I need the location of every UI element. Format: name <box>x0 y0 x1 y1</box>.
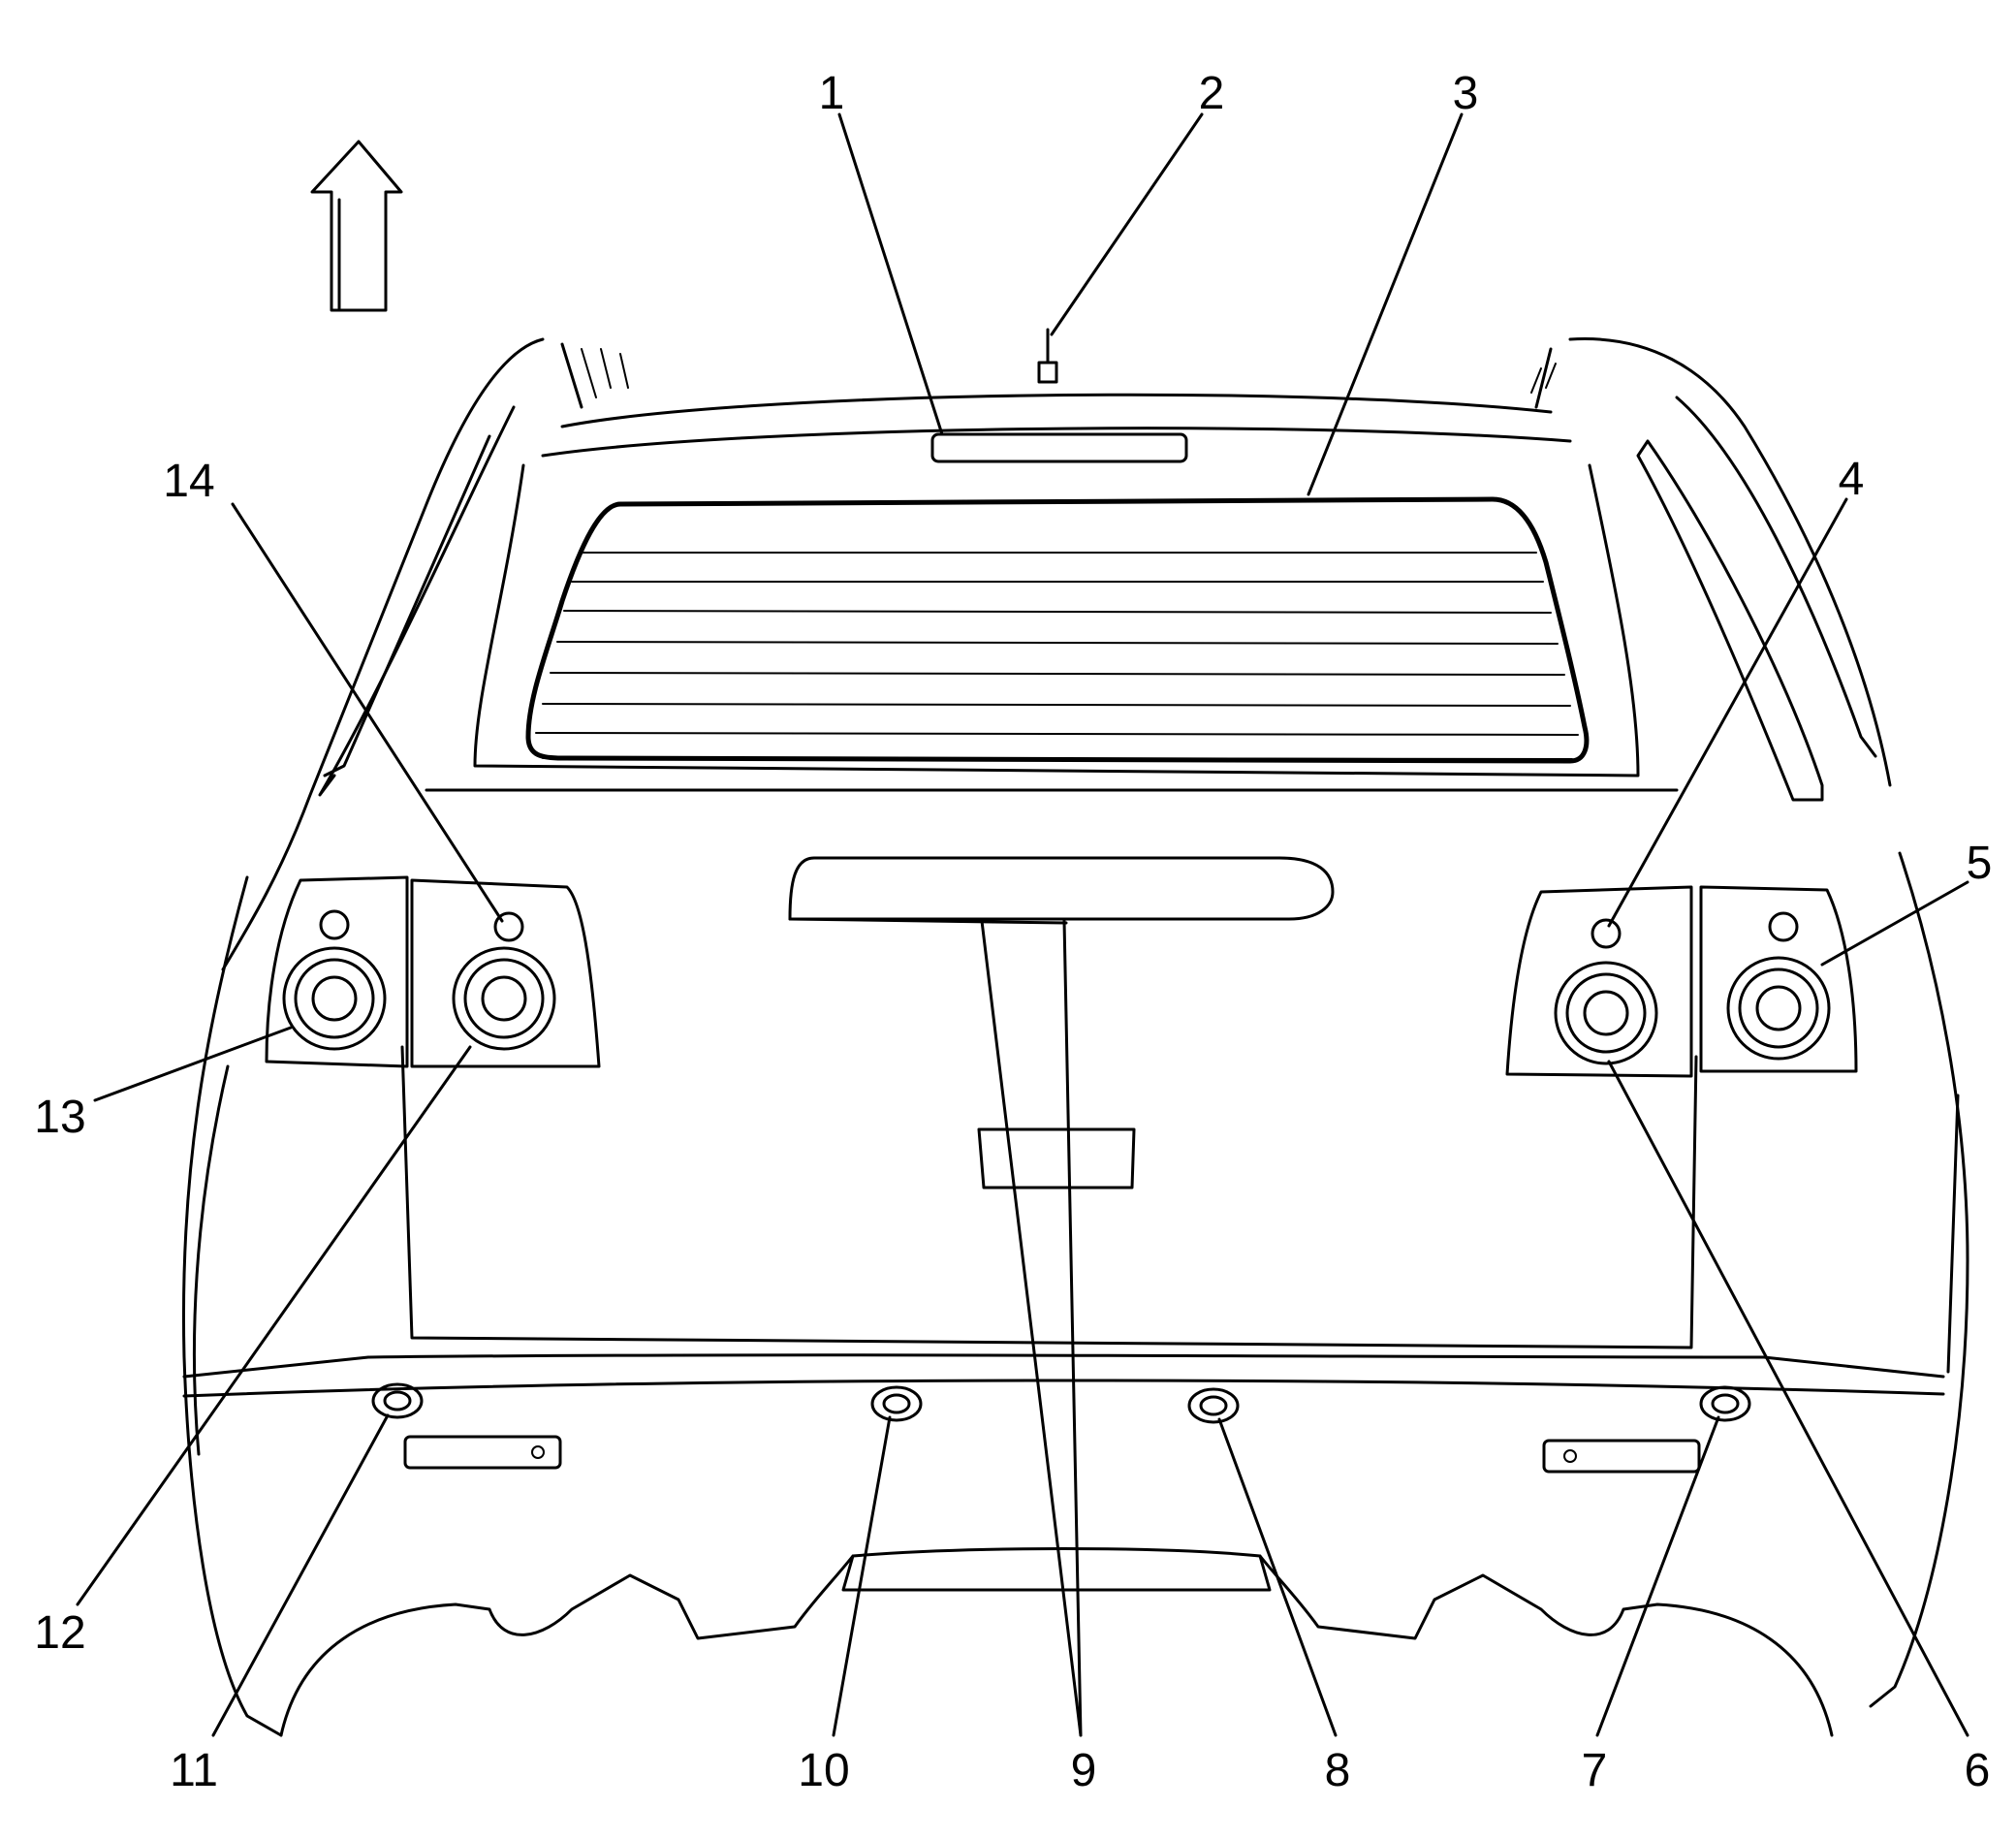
callout-3: 3 <box>1453 68 1479 119</box>
callout-14: 14 <box>163 456 214 507</box>
park-assist-sensor-right-inner <box>1187 1387 1240 1424</box>
callout-10: 10 <box>798 1745 849 1796</box>
callout-1: 1 <box>819 68 845 119</box>
callout-11: 11 <box>170 1745 218 1796</box>
vehicle-body <box>181 337 1969 1737</box>
callout-5: 5 <box>1967 838 1993 889</box>
callout-9: 9 <box>1071 1745 1097 1796</box>
rear-bumper <box>182 1353 1945 1737</box>
left-tail-lamp <box>265 875 601 1068</box>
antenna <box>1037 328 1058 384</box>
callout-8: 8 <box>1325 1745 1351 1796</box>
callout-labels: 1 2 3 4 5 6 7 8 9 10 11 12 13 14 <box>34 68 1992 1796</box>
park-assist-sensor-left-inner <box>870 1385 923 1422</box>
callout-2: 2 <box>1199 68 1225 119</box>
leader-lines <box>76 112 1969 1737</box>
callout-4: 4 <box>1839 454 1865 505</box>
callout-6: 6 <box>1965 1745 1991 1796</box>
callout-7: 7 <box>1582 1745 1608 1796</box>
right-tail-lamp <box>1505 885 1858 1078</box>
up-arrow-icon <box>310 140 403 312</box>
callout-12: 12 <box>34 1607 85 1659</box>
park-assist-sensor-right-outer <box>1699 1385 1751 1422</box>
high-mount-stop-lamp <box>930 432 1188 463</box>
rear-window <box>473 463 1640 777</box>
callout-13: 13 <box>34 1092 85 1143</box>
liftgate-applique <box>788 856 1335 1190</box>
park-assist-sensor-left-outer <box>371 1382 424 1419</box>
